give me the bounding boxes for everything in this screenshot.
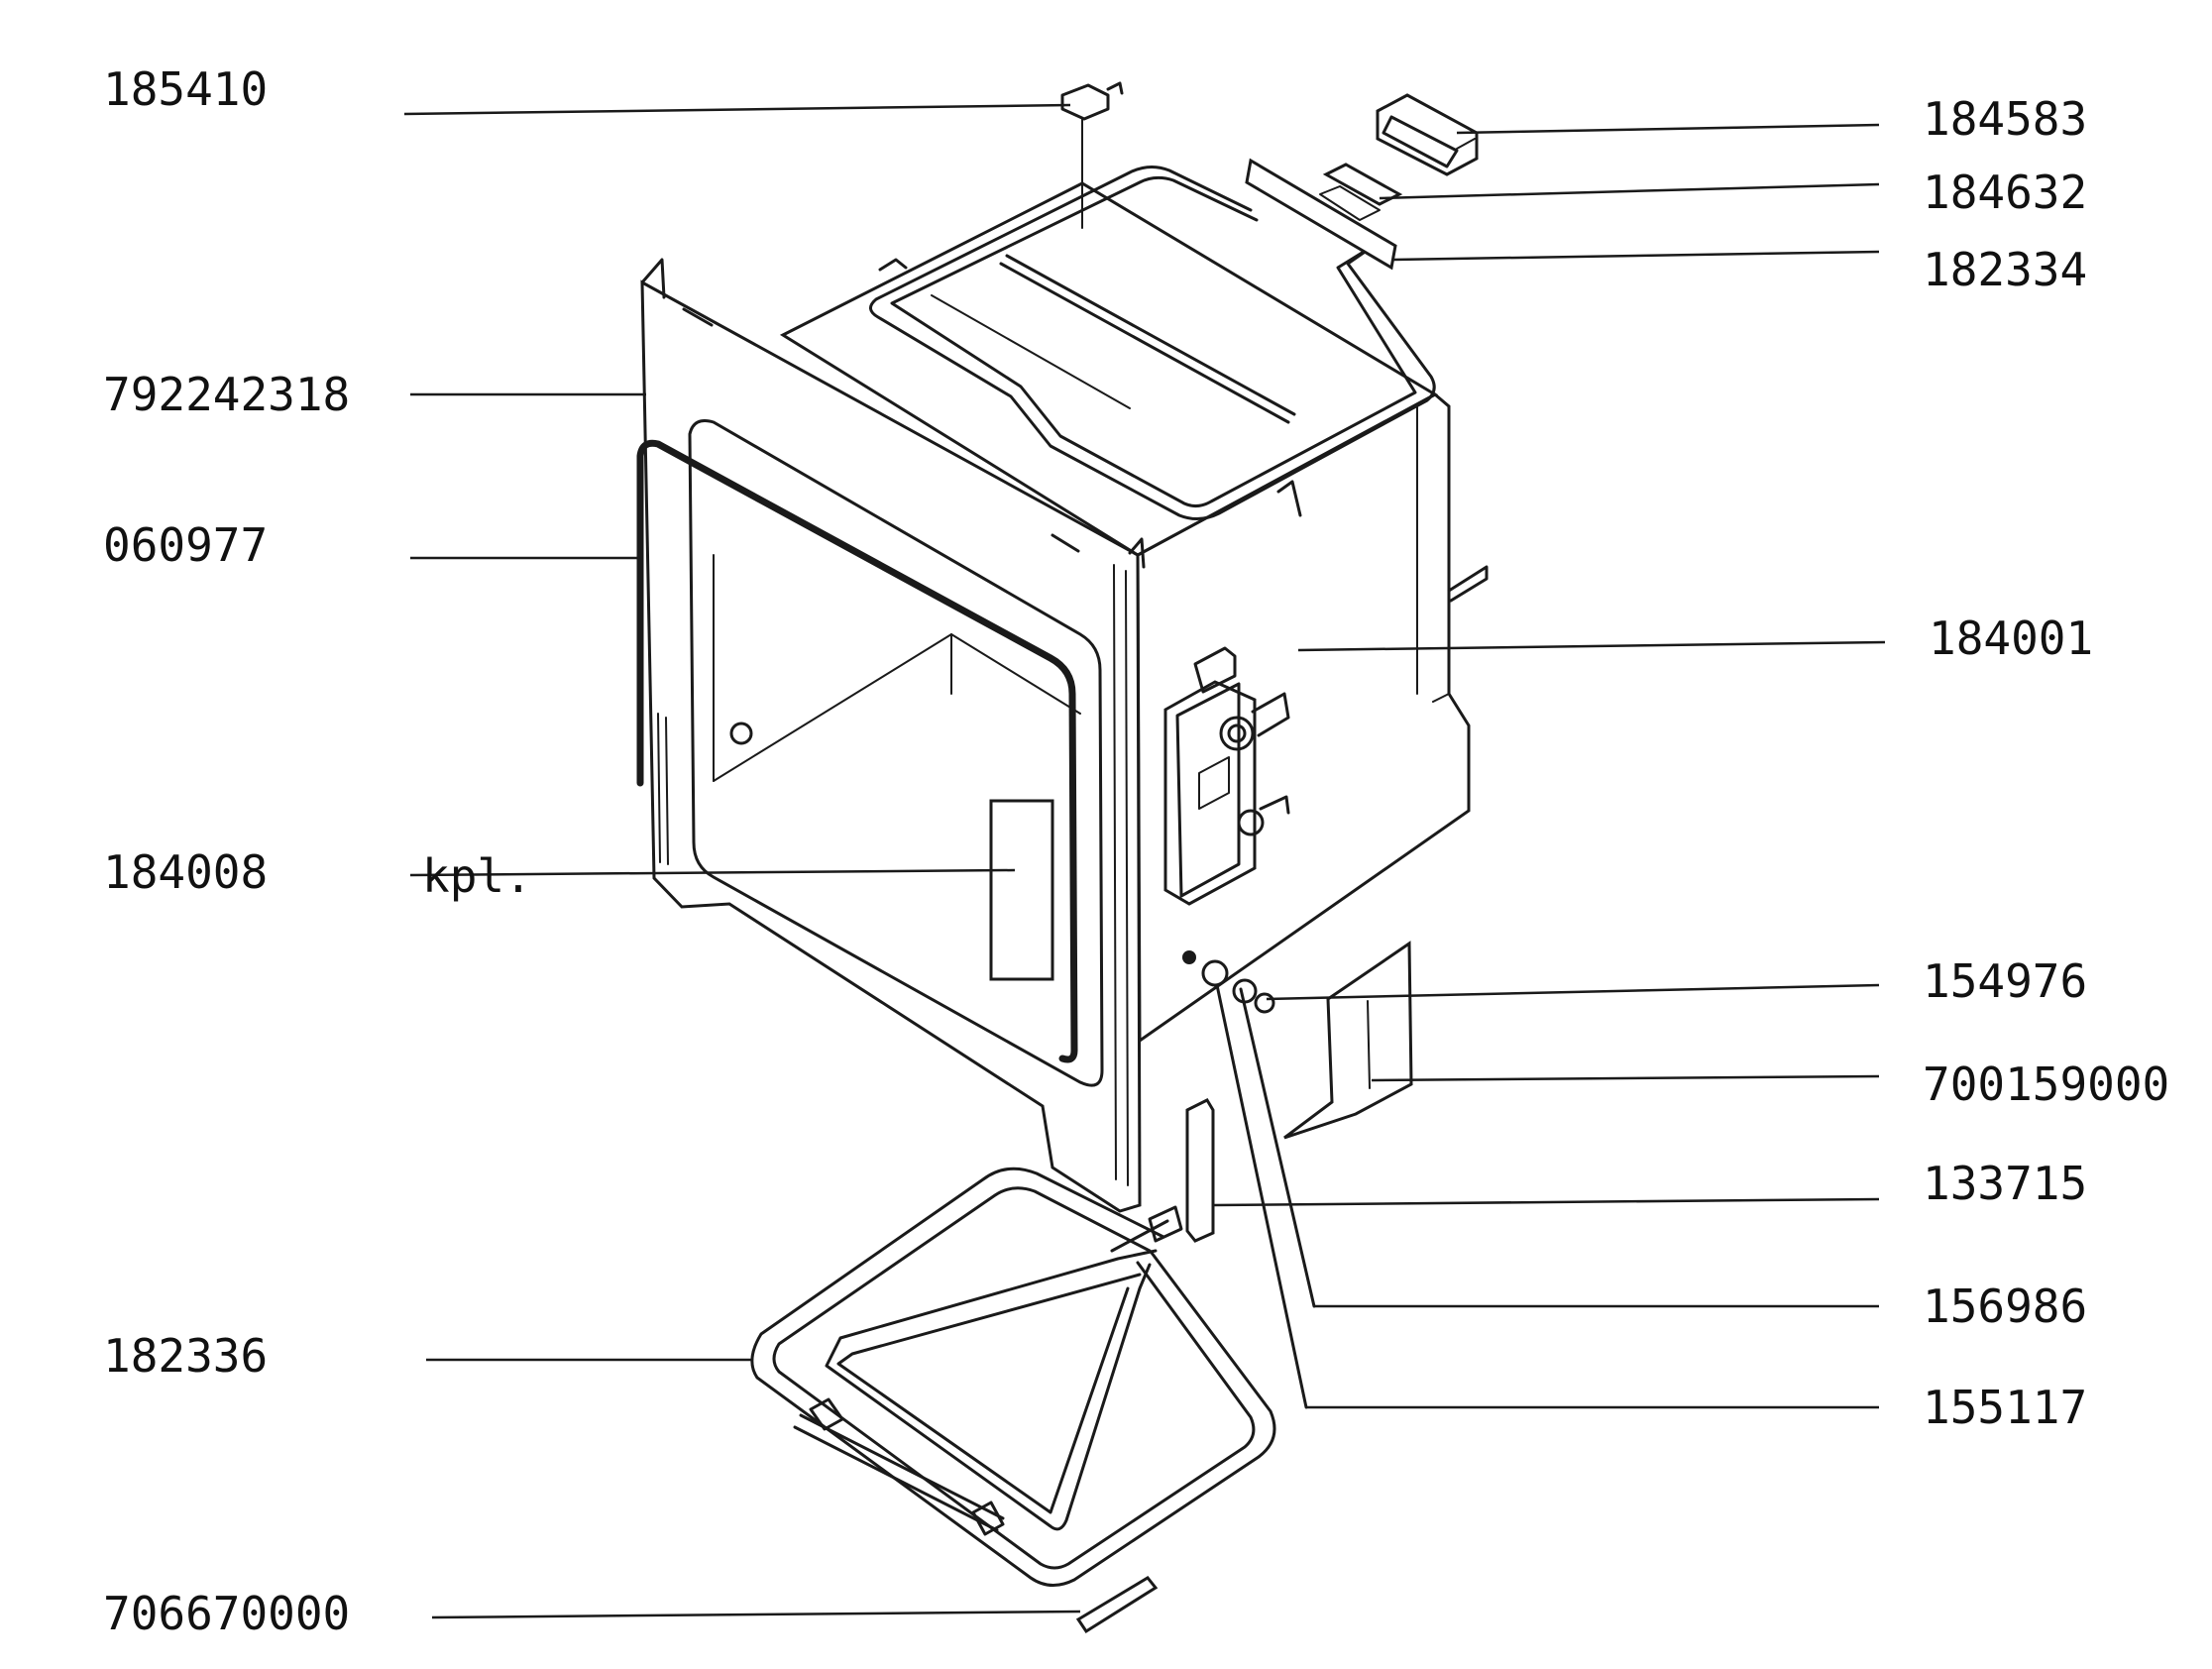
- label-184008-suffix: kpl.: [422, 849, 532, 903]
- part-labels: 185410 792242318 060977 184008 kpl. 1823…: [103, 62, 2169, 1640]
- element-terminal: [1245, 93, 1479, 271]
- label-792242318: 792242318: [103, 368, 350, 421]
- label-184583: 184583: [1923, 92, 2087, 146]
- label-700159000: 700159000: [1923, 1057, 2169, 1111]
- bottom-heating-element: [750, 1167, 1276, 1587]
- side-plate: [1283, 941, 1413, 1140]
- top-clip: [1060, 81, 1124, 229]
- label-060977: 060977: [103, 518, 268, 572]
- switch-assembly: [1163, 646, 1290, 906]
- heater-clip: [1075, 1576, 1159, 1634]
- connector-parts: [1182, 950, 1316, 1409]
- element-bracket: [1185, 1098, 1215, 1243]
- label-184001: 184001: [1929, 612, 2093, 665]
- label-182336: 182336: [103, 1329, 268, 1383]
- leader-lines: [403, 103, 1886, 1619]
- label-185410: 185410: [103, 62, 268, 116]
- label-133715: 133715: [1923, 1157, 2087, 1210]
- label-706670000: 706670000: [103, 1587, 350, 1640]
- label-182334: 182334: [1923, 243, 2087, 296]
- terminal-gasket: [1322, 163, 1403, 206]
- top-heating-element: [869, 166, 1436, 520]
- rating-plate: [989, 799, 1054, 981]
- label-154976: 154976: [1923, 954, 2087, 1008]
- label-184632: 184632: [1923, 166, 2087, 219]
- label-184008: 184008: [103, 845, 268, 899]
- label-155117: 155117: [1923, 1381, 2087, 1434]
- door-seal: [636, 439, 1078, 1063]
- label-156986: 156986: [1923, 1280, 2087, 1333]
